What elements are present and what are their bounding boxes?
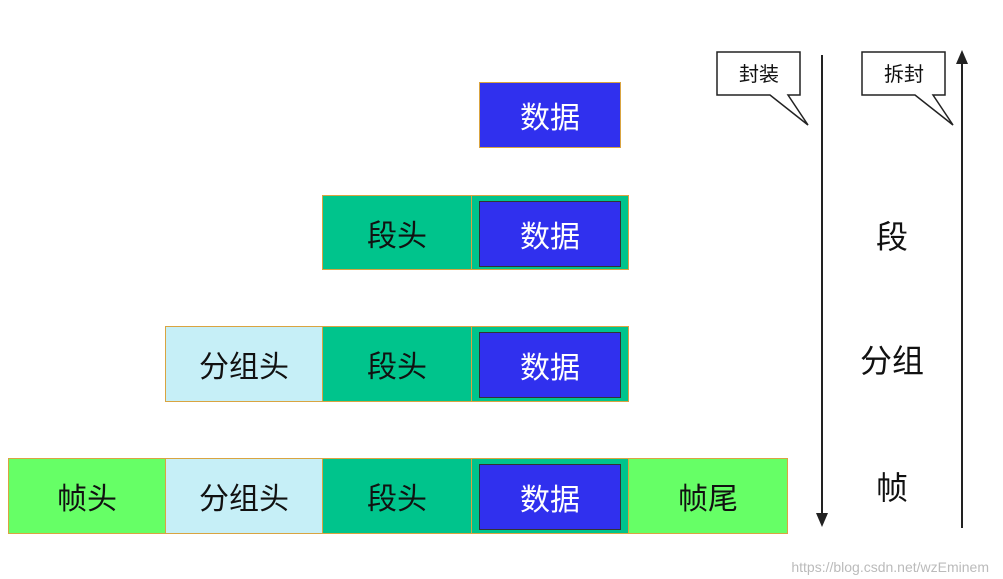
layer-label-packet: 分组	[859, 342, 924, 380]
row4-packet-header: 分组头	[165, 458, 323, 534]
row3-data-label: 数据	[520, 351, 580, 386]
layer-label-frame: 帧	[875, 469, 908, 507]
row4-frame-header-label: 帧头	[57, 482, 117, 517]
row3-segment-header-label: 段头	[367, 350, 427, 385]
row4-segment-header: 段头	[322, 458, 472, 534]
layer-label-segment: 段	[875, 218, 908, 256]
encapsulate-callout-label: 封装	[739, 62, 779, 86]
row4-packet-header-label: 分组头	[199, 482, 289, 517]
row4-data-label: 数据	[520, 483, 580, 518]
row3-data: 数据	[479, 332, 621, 398]
decapsulate-arrow-head	[956, 50, 968, 64]
row4-frame-trailer-label: 帧尾	[678, 482, 738, 517]
row2-data: 数据	[479, 201, 621, 267]
row3-packet-header-label: 分组头	[199, 350, 289, 385]
decapsulate-callout-label: 拆封	[884, 62, 924, 86]
row3-packet-header: 分组头	[165, 326, 323, 402]
row4-frame-header: 帧头	[8, 458, 166, 534]
row4-segment-header-label: 段头	[367, 482, 427, 517]
row2-segment-header: 段头	[322, 195, 472, 270]
row1-data: 数据	[479, 82, 621, 148]
row2-segment-header-label: 段头	[367, 218, 427, 254]
row4-data: 数据	[479, 464, 621, 530]
row4-frame-trailer: 帧尾	[628, 458, 788, 534]
row3-segment-header: 段头	[322, 326, 472, 402]
decapsulate-callout-shape	[861, 51, 954, 126]
encapsulate-callout-shape	[716, 51, 809, 126]
row1-data-label: 数据	[520, 101, 580, 136]
row2-data-label: 数据	[520, 220, 580, 255]
watermark-text: https://blog.csdn.net/wzEminem	[791, 559, 989, 575]
encapsulate-arrow-head	[816, 513, 828, 527]
